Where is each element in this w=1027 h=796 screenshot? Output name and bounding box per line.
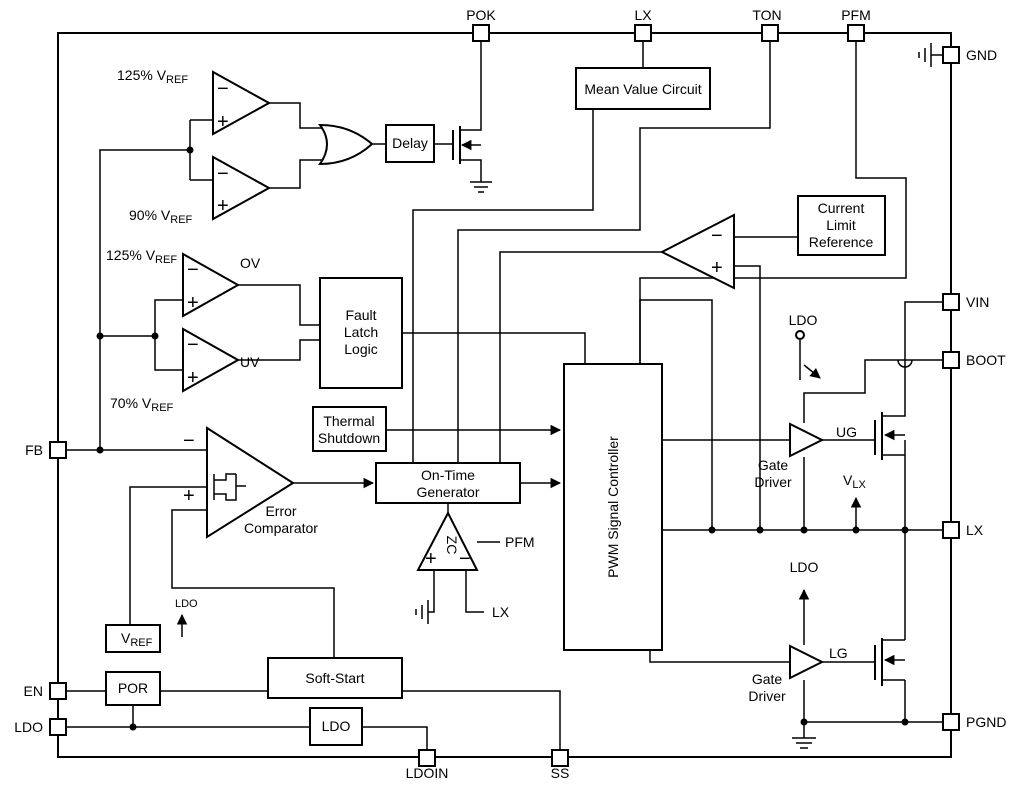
or-gate <box>318 123 374 166</box>
soft-start-label: Soft-Start <box>305 670 364 686</box>
pin-en: EN <box>24 683 43 699</box>
pok-mosfet <box>452 126 481 164</box>
comparator-125-pok: − + <box>212 70 272 136</box>
ldo-node-boot <box>795 330 805 340</box>
label-ov: OV <box>240 255 261 271</box>
label-ldo-boot: LDO <box>789 312 818 328</box>
pin-pgnd: PGND <box>966 714 1006 730</box>
ldo-block <box>309 707 363 746</box>
ldo-block-label: LDO <box>322 718 351 734</box>
comparator-uv: − + <box>182 327 241 393</box>
label-uv: UV <box>240 354 260 370</box>
pin-vin: VIN <box>966 294 989 310</box>
label-gate-driver-u-2: Driver <box>754 474 792 490</box>
comparator-90-pok: − + <box>212 155 272 221</box>
svg-text:+: + <box>183 485 195 507</box>
svg-text:−: − <box>183 430 195 452</box>
current-limit-comparator: − + <box>659 213 735 290</box>
pin-gnd: GND <box>966 47 997 63</box>
pin-lx-right: LX <box>966 522 984 538</box>
fault-latch-logic-block <box>319 277 403 389</box>
svg-text:−: − <box>187 259 199 281</box>
svg-text:−: − <box>187 334 199 356</box>
pin-ton: TON <box>752 7 781 23</box>
vref-box-label: VREF <box>121 630 153 649</box>
pin-pfm: PFM <box>841 7 871 23</box>
label-error-line2: Comparator <box>244 520 318 536</box>
thermal-line1: Thermal <box>323 413 374 429</box>
svg-text:+: + <box>217 111 229 133</box>
label-lx-in: LX <box>492 604 510 620</box>
vref-block <box>105 624 161 653</box>
on-time-generator-block <box>375 462 521 504</box>
label-ug: UG <box>836 424 857 440</box>
pin-ss: SS <box>551 765 570 781</box>
delay-block <box>385 124 435 163</box>
error-comparator: − + <box>183 426 295 539</box>
label-gate-driver-l-2: Driver <box>748 688 786 704</box>
pin-boot: BOOT <box>966 352 1006 368</box>
label-vlx: VLX <box>843 472 866 491</box>
label-ldo-lg: LDO <box>790 559 819 575</box>
pwm-label: PWM Signal Controller <box>605 436 621 578</box>
pin-ldo: LDO <box>14 719 43 735</box>
pin-pok: POK <box>466 7 496 23</box>
label-pfm-in: PFM <box>505 534 535 550</box>
pin-ldoin: LDOIN <box>406 765 449 781</box>
mean-value-circuit-block <box>575 67 711 110</box>
svg-text:−: − <box>217 78 229 100</box>
ug-gate-driver <box>789 422 825 458</box>
label-gate-driver-l-1: Gate <box>752 671 783 687</box>
label-90-vref: 90% VREF <box>129 207 193 226</box>
svg-text:+: + <box>187 367 199 389</box>
current-limit-reference-block <box>797 195 886 256</box>
label-error-line1: Error <box>265 503 296 519</box>
current-limit-line3: Reference <box>809 234 874 250</box>
fault-latch-line2: Latch <box>344 324 378 340</box>
thermal-shutdown-block <box>312 406 387 452</box>
svg-text:−: − <box>217 163 229 185</box>
mean-value-label: Mean Value Circuit <box>584 81 701 97</box>
label-gate-driver-u-1: Gate <box>758 457 789 473</box>
svg-text:+: + <box>187 292 199 314</box>
ground-symbols <box>415 43 943 749</box>
por-label: POR <box>118 680 148 696</box>
pwm-signal-controller-block <box>563 363 663 651</box>
current-limit-line2: Limit <box>826 217 856 233</box>
label-70-vref: 70% VREF <box>110 395 174 414</box>
pin-lx-top: LX <box>634 7 652 23</box>
por-block <box>105 671 161 706</box>
svg-text:+: + <box>425 548 437 570</box>
lg-gate-driver <box>789 644 825 680</box>
low-side-mosfet <box>874 638 905 686</box>
thermal-line2: Shutdown <box>318 430 380 446</box>
label-125-vref-b: 125% VREF <box>106 247 177 266</box>
current-limit-line1: Current <box>818 200 865 216</box>
label-125-vref-a: 125% VREF <box>117 67 188 86</box>
svg-text:−: − <box>459 548 471 570</box>
label-zc: ZC <box>444 536 460 555</box>
wires <box>66 41 943 750</box>
high-side-mosfet <box>874 410 906 460</box>
fault-latch-line3: Logic <box>344 341 377 357</box>
label-ldo-small: LDO <box>175 598 198 610</box>
chip-outline <box>57 32 952 758</box>
pin-fb: FB <box>25 442 43 458</box>
fault-latch-line1: Fault <box>345 307 376 323</box>
svg-text:−: − <box>711 225 723 247</box>
pin-squares <box>49 24 960 767</box>
zc-comparator: + − <box>416 510 479 571</box>
soft-start-block <box>267 657 403 699</box>
delay-label: Delay <box>392 135 428 151</box>
svg-text:+: + <box>711 257 723 279</box>
junction-dots <box>96 146 909 731</box>
label-lg: LG <box>829 645 848 661</box>
comparator-ov: − + <box>182 252 241 318</box>
on-time-line1: On-Time <box>421 467 475 483</box>
svg-text:+: + <box>217 195 229 217</box>
on-time-line2: Generator <box>416 484 479 500</box>
